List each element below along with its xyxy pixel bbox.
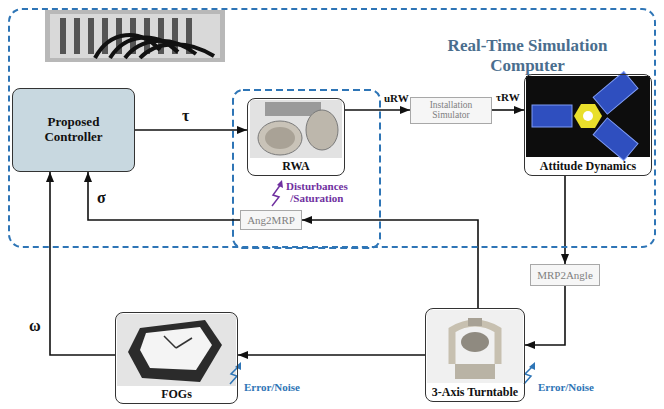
noise-symbol [529, 362, 535, 370]
conversion-box: Ang2MRP [240, 210, 302, 230]
signal-connector [50, 172, 115, 355]
gyro-photo [140, 327, 212, 370]
signal-connector [135, 129, 247, 131]
spacecraft-render [532, 105, 572, 127]
node-label: RWA [282, 159, 310, 173]
spacecraft-render [593, 72, 638, 115]
spacecraft-render [574, 104, 602, 128]
turntable-photo [452, 323, 498, 364]
signal-name: τRW [495, 92, 521, 103]
node-label: FOGs [161, 387, 192, 401]
signal-connector [302, 220, 478, 308]
computer-photo [88, 18, 94, 54]
computer-photo [74, 18, 80, 54]
signal-connector [345, 109, 410, 111]
node-label: Proposed Controller [32, 115, 116, 145]
spacecraft-render [593, 118, 638, 161]
disturbance-symbol [272, 184, 281, 206]
computer-photo [45, 10, 225, 62]
gyro-photo [117, 314, 236, 386]
reaction-wheel-photo [258, 121, 302, 155]
sensor-box: FOGs [115, 312, 238, 404]
turntable-photo [461, 332, 489, 352]
conversion-box: MRP2Angle [530, 264, 600, 286]
reaction-wheel-photo [250, 100, 342, 158]
hardware-box: 3-Axis Turntable [425, 308, 525, 402]
hardware-box: RWA [247, 98, 345, 176]
noise-symbol [524, 366, 533, 384]
signal-connector [88, 172, 240, 220]
noise-symbol [235, 362, 241, 370]
noise-note: Error/Noise [244, 381, 300, 393]
turntable-photo [455, 364, 495, 379]
node-label: 3-Axis Turntable [432, 385, 518, 399]
turntable-photo [427, 310, 523, 383]
controller-box: Proposed Controller [12, 88, 135, 172]
computer-photo [50, 14, 220, 58]
process-box: Installation Simulator [410, 97, 492, 124]
region-title: Real-Time Simulation Computer [440, 36, 615, 75]
signal-name: σ [96, 190, 107, 206]
spacecraft-render [583, 111, 593, 121]
turntable-photo [468, 318, 482, 326]
reaction-wheel-photo [306, 110, 338, 150]
node-label: Installation Simulator [418, 100, 484, 121]
node-label: MRP2Angle [537, 269, 593, 281]
gyro-photo [128, 320, 222, 382]
reaction-wheel-photo [250, 100, 342, 158]
system-boundary: Real-Time Simulation ComputerProposed Co… [8, 8, 656, 248]
simulation-box: Attitude Dynamics [524, 74, 652, 176]
disturbance-symbol [277, 180, 283, 188]
disturbance-symbol [272, 180, 283, 206]
gyro-photo [117, 314, 236, 386]
gyro-photo [164, 336, 176, 348]
reaction-wheel-photo [265, 127, 295, 149]
computer-photo [140, 44, 214, 58]
disturbance-note: Disturbances /Saturation [286, 180, 348, 204]
turntable-photo [427, 310, 523, 383]
gyro-photo [176, 338, 192, 348]
signal-connector [238, 354, 425, 356]
signal-name: ω [28, 318, 42, 334]
signal-connector [564, 176, 566, 264]
noise-symbol [524, 362, 535, 384]
spacecraft-render [532, 72, 638, 161]
signal-connector [525, 286, 565, 345]
node-label: Attitude Dynamics [540, 159, 636, 173]
computer-photo [60, 18, 66, 54]
spacecraft-render [526, 72, 650, 161]
noise-note: Error/Noise [538, 381, 594, 393]
computer-photo [45, 10, 225, 62]
node-label: Ang2MRP [247, 214, 295, 226]
signal-name: τ [181, 108, 190, 124]
hardware-boundary [233, 90, 380, 248]
noise-symbol [230, 362, 241, 384]
signal-connector [492, 109, 524, 111]
signal-name: uRW [383, 93, 410, 104]
